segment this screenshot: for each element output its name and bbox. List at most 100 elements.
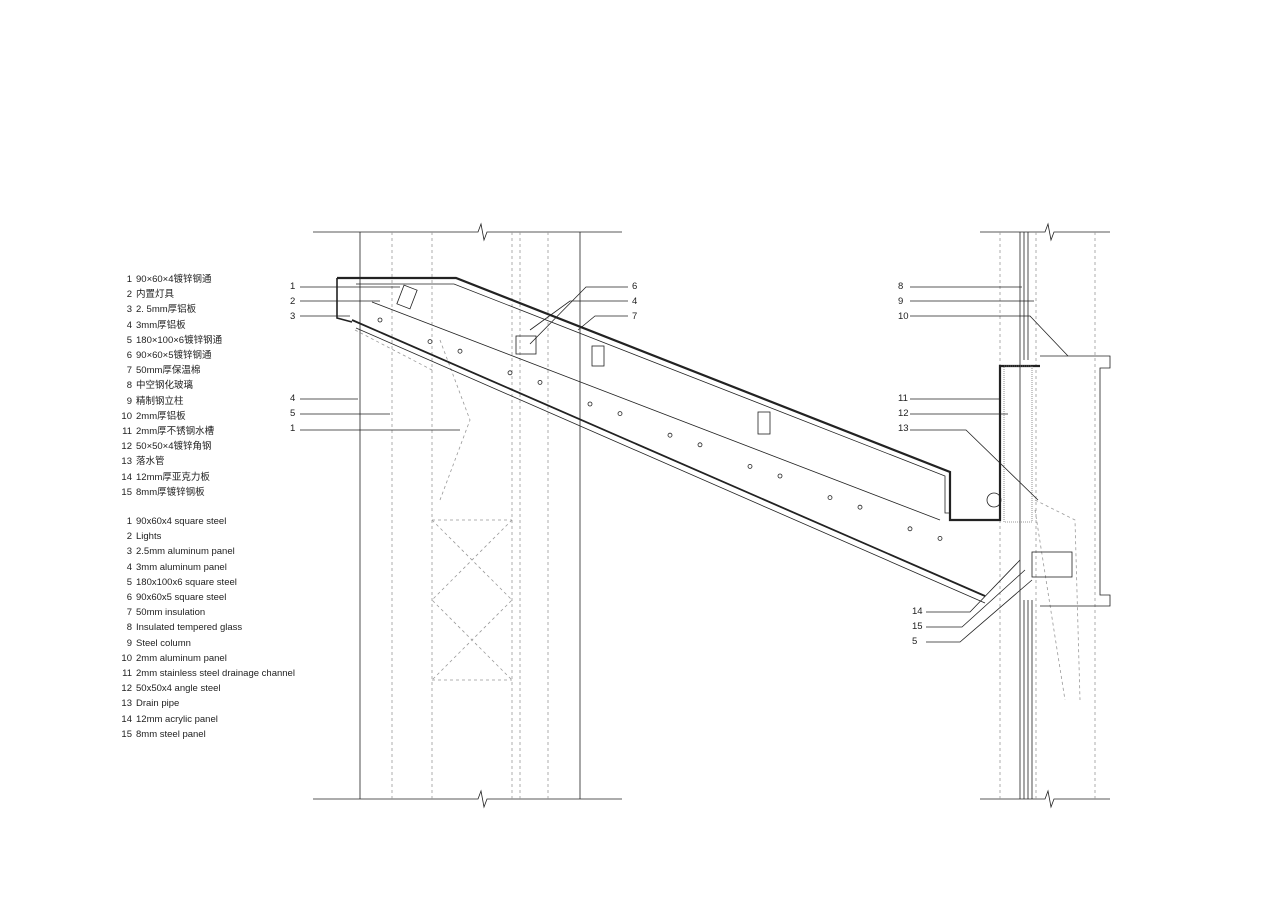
legend-text: 2. 5mm厚铝板: [136, 304, 197, 316]
legend-item: 13 落水管: [118, 454, 222, 469]
legend-text: 90×60×5镀锌钢通: [136, 350, 212, 362]
legend-item: 9 精制钢立柱: [118, 394, 222, 409]
legend-text: 8mm厚镀锌钢板: [136, 486, 205, 498]
light-icon: [537, 379, 543, 385]
break-lines: [313, 222, 1110, 809]
light-icon: [777, 473, 783, 479]
legend-number: 3: [126, 304, 132, 316]
legend-number: 15: [121, 486, 132, 498]
light-icon: [427, 339, 433, 345]
sloped-roof: [336, 276, 1040, 604]
legend-text: 2mm厚不锈钢水槽: [136, 426, 215, 438]
legend-text: 90x60x4 square steel: [136, 516, 227, 527]
callout-number: 9: [898, 296, 904, 307]
legend-text: 2mm stainless steel drainage channel: [136, 668, 295, 680]
legend-text: Insulated tempered glass: [136, 622, 243, 634]
callout-number: 4: [632, 296, 638, 307]
legend-number: 5: [126, 334, 132, 346]
legend-number: 6: [126, 350, 132, 362]
callout-number: 1: [290, 423, 296, 434]
legend-text: 12mm acrylic panel: [136, 713, 218, 725]
legend-text: 3mm厚铝板: [136, 319, 186, 331]
legend-number: 11: [122, 426, 132, 438]
callout-number: 5: [290, 408, 296, 419]
legend-text: 内置灯具: [136, 289, 175, 301]
legend-text: 50×50×4镀锌角钢: [136, 441, 212, 453]
legend-item: 1 90×60×4镀锌钢通: [118, 272, 222, 287]
steel-columns: [354, 232, 581, 799]
legend-text: 90×60×4镀锌钢通: [136, 274, 212, 285]
legend-number: 6: [126, 592, 132, 604]
legend-number: 4: [126, 561, 132, 573]
legend-number: 15: [121, 728, 132, 740]
light-fixtures: [377, 317, 943, 541]
legend-text: 180x100x6 square steel: [136, 576, 237, 588]
legend-text: 50mm厚保温棉: [136, 365, 201, 377]
legend-number: 10: [121, 652, 132, 664]
callout-number: 6: [632, 281, 638, 292]
callout-number: 15: [912, 621, 923, 632]
legend-text: 50mm insulation: [136, 607, 206, 619]
light-icon: [507, 370, 513, 376]
legend-text: 精制钢立柱: [136, 395, 184, 407]
legend-number: 2: [126, 289, 132, 301]
light-icon: [827, 495, 833, 501]
legend-number: 11: [122, 668, 132, 680]
legend-item: 11 2mm stainless steel drainage channel: [118, 666, 295, 681]
light-icon: [587, 401, 593, 407]
legend-number: 7: [126, 365, 132, 377]
legend-text: 中空钢化玻璃: [136, 380, 194, 392]
legend-item: 4 3mm aluminum panel: [118, 560, 295, 575]
callout-number: 7: [632, 311, 638, 322]
legend-item: 6 90×60×5镀锌钢通: [118, 348, 222, 363]
light-icon: [667, 432, 673, 438]
legend-number: 9: [126, 395, 132, 407]
legend-item: 2 内置灯具: [118, 287, 222, 302]
callout-number: 8: [898, 281, 904, 292]
legend-number: 12: [121, 683, 132, 695]
callout-number: 10: [898, 311, 909, 322]
legend-text: Lights: [136, 531, 162, 543]
legend-text: Steel column: [136, 637, 191, 649]
legend-number: 14: [121, 471, 132, 483]
legend-number: 1: [126, 516, 132, 527]
legend-text: Drain pipe: [136, 698, 180, 710]
callout-number: 3: [290, 311, 296, 322]
legend-text: 2mm aluminum panel: [136, 652, 227, 664]
legend-item: 11 2mm厚不锈钢水槽: [118, 424, 222, 439]
leader-lines: [300, 286, 1069, 643]
light-icon: [857, 504, 863, 510]
callout-number: 2: [290, 296, 296, 307]
legend-number: 14: [121, 713, 132, 725]
legend-item: 7 50mm厚保温棉: [118, 363, 222, 378]
callout-number: 12: [898, 408, 909, 419]
legend-number: 9: [126, 637, 132, 649]
curtain-wall: [999, 232, 1111, 799]
light-icon: [697, 442, 703, 448]
legend-item: 5 180x100x6 square steel: [118, 575, 295, 590]
legend-text: 3mm aluminum panel: [136, 561, 227, 573]
legend-item: 3 2.5mm aluminum panel: [118, 544, 295, 559]
legend-text: 落水管: [136, 456, 165, 468]
legend-text: 2.5mm aluminum panel: [136, 546, 235, 558]
legend-text: 90x60x5 square steel: [136, 592, 227, 604]
light-icon: [377, 317, 383, 323]
light-icon: [617, 411, 623, 417]
light-icon: [937, 536, 943, 541]
legend-number: 13: [121, 456, 132, 468]
callout-number: 4: [290, 393, 296, 404]
legend-number: 5: [126, 576, 132, 588]
legend-text: 50x50x4 angle steel: [136, 683, 221, 695]
callout-number: 13: [898, 423, 909, 434]
legend-number: 1: [126, 274, 132, 285]
legend-number: 3: [126, 546, 132, 558]
